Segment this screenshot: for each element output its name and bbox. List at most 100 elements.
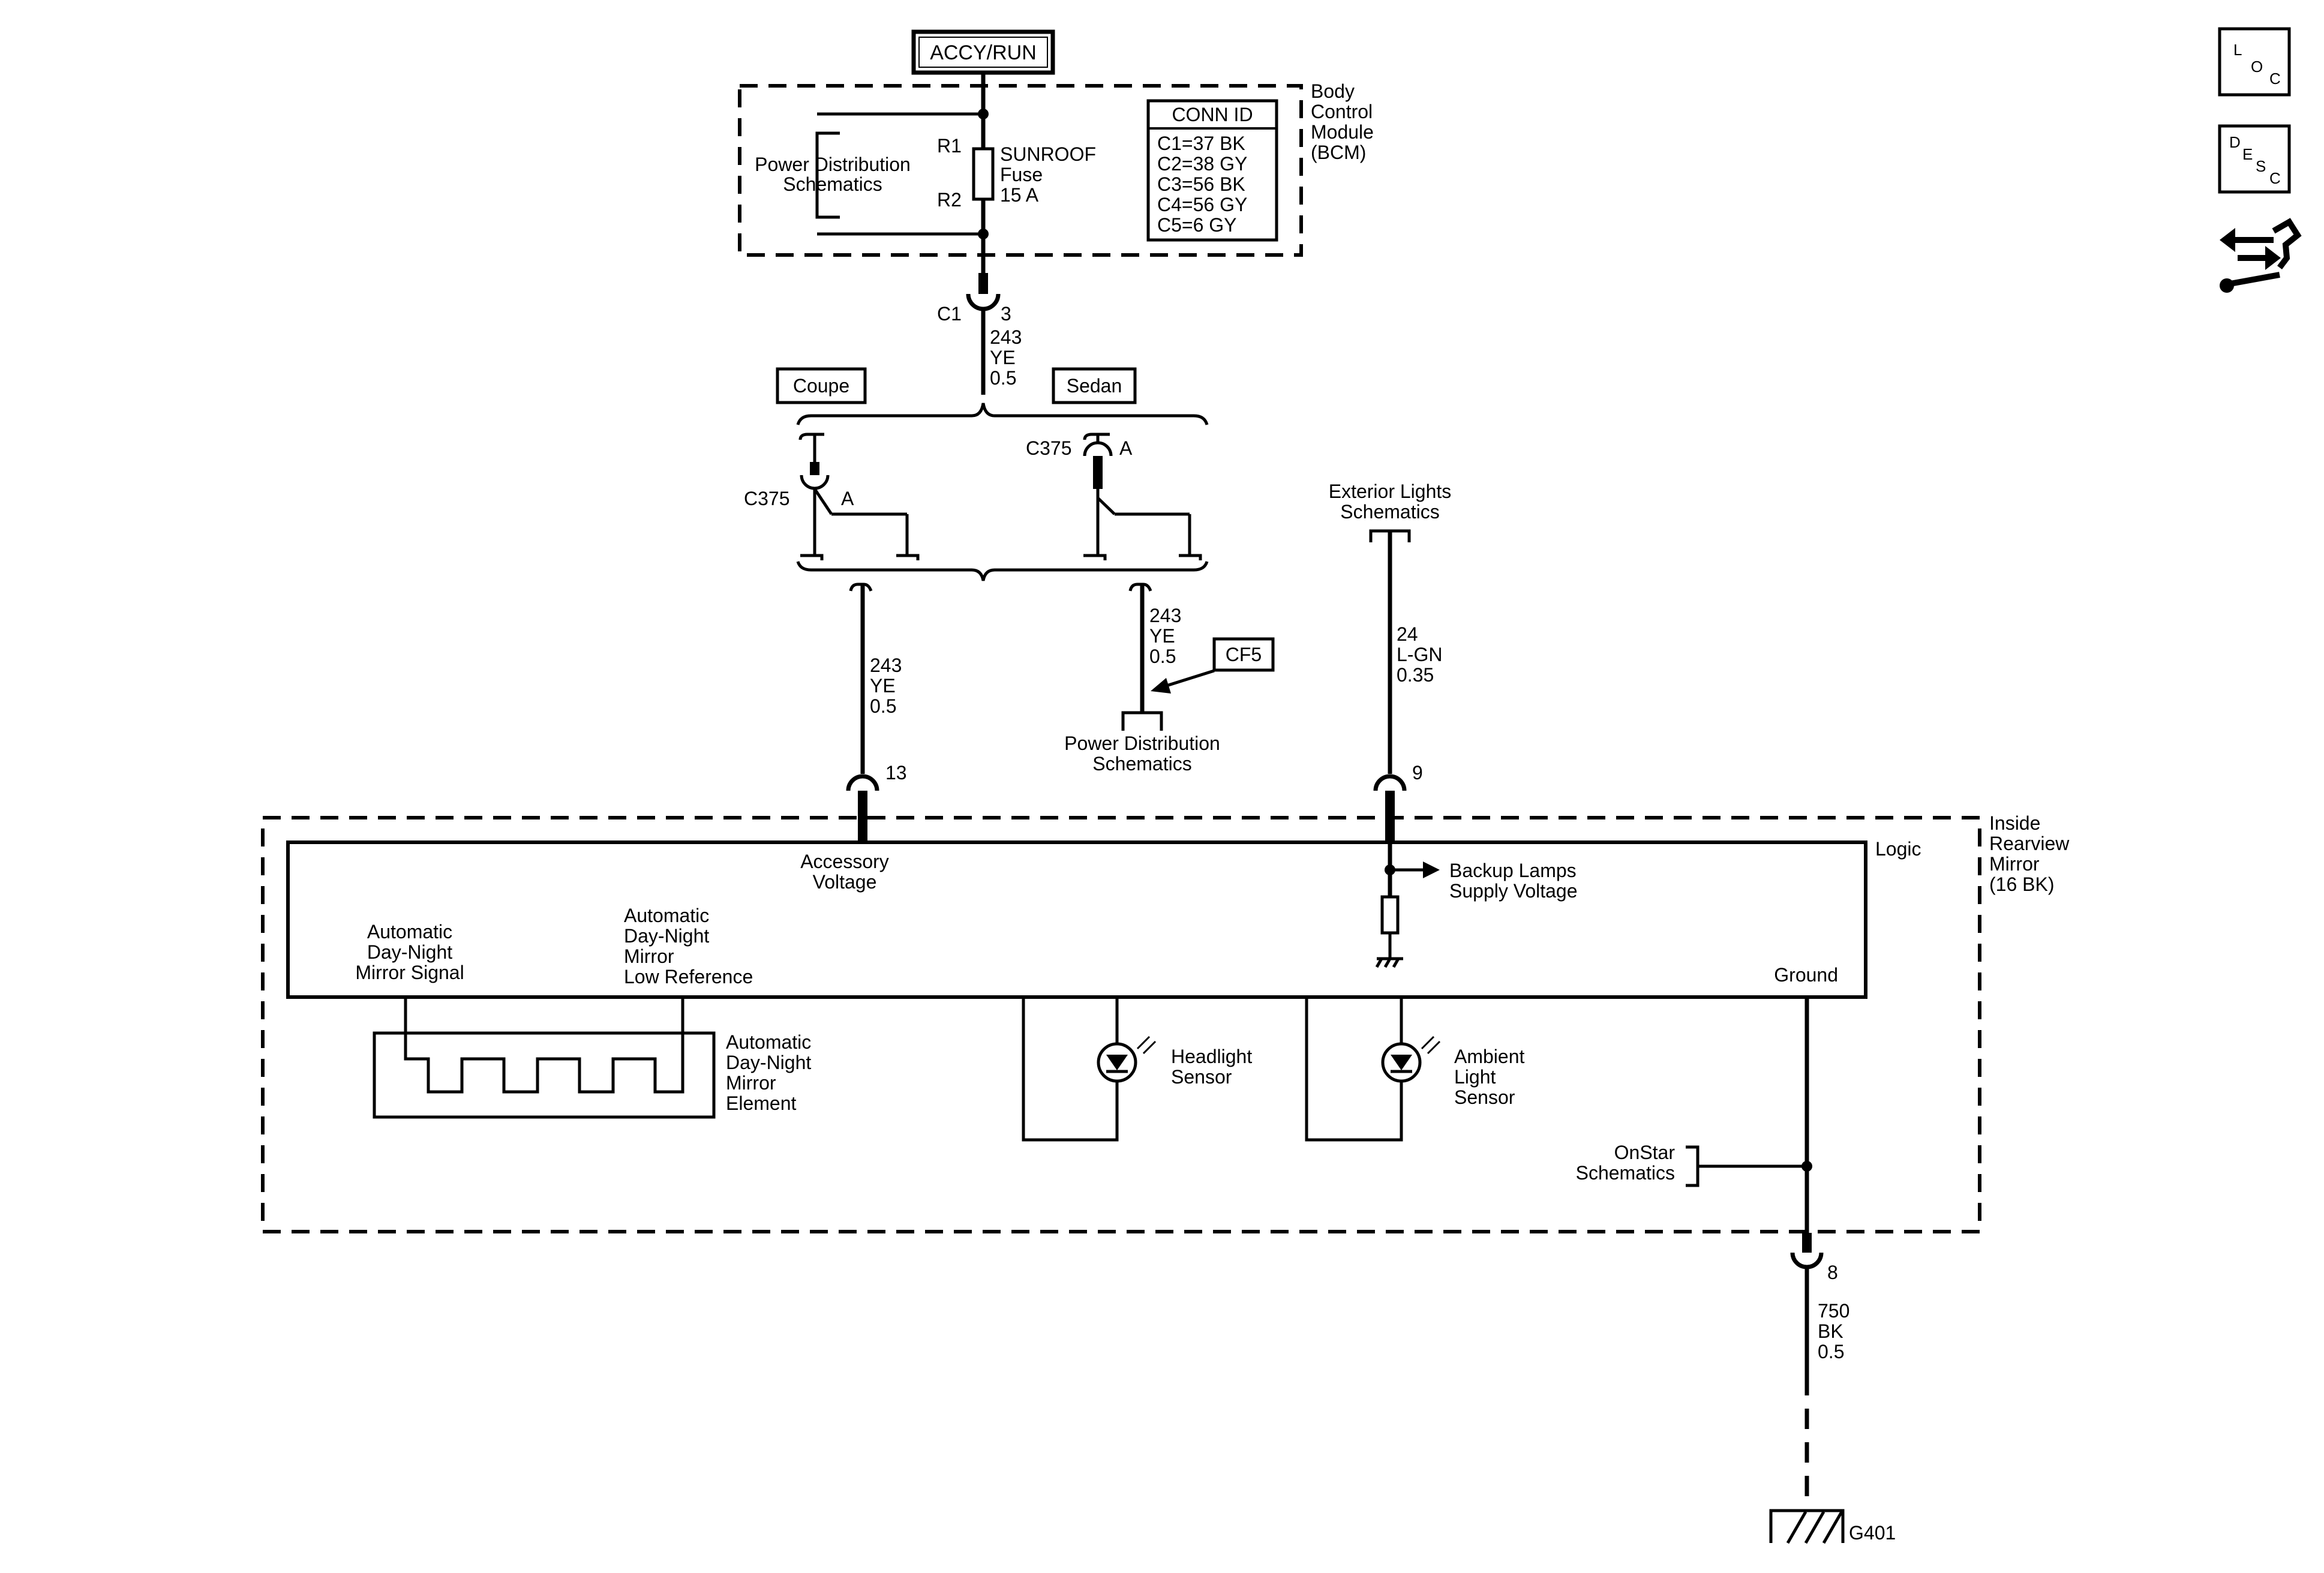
svg-text:0.5: 0.5 <box>870 695 896 717</box>
svg-text:(16 BK): (16 BK) <box>1989 873 2054 895</box>
svg-text:(BCM): (BCM) <box>1311 142 1366 163</box>
svg-text:YE: YE <box>990 347 1016 368</box>
svg-text:Inside: Inside <box>1989 812 2040 834</box>
onstar-label: OnStar Schematics <box>1576 1142 1676 1184</box>
backup-lamps-label: Backup Lamps Supply Voltage <box>1449 860 1578 902</box>
sedan-box: Sedan <box>1052 367 1137 404</box>
bcm-outline <box>738 84 1303 257</box>
svg-text:Mirror: Mirror <box>624 945 674 967</box>
pin-8-connector <box>1790 1233 1824 1269</box>
svg-text:Coupe: Coupe <box>793 375 849 397</box>
c375-coupe <box>798 433 920 560</box>
c1-pin: 3 <box>1001 303 1011 325</box>
svg-text:Sensor: Sensor <box>1454 1086 1515 1108</box>
svg-text:750: 750 <box>1818 1300 1849 1322</box>
svg-text:L: L <box>2233 41 2242 59</box>
svg-text:Module: Module <box>1311 121 1374 143</box>
svg-text:CONN ID: CONN ID <box>1172 104 1253 125</box>
svg-text:C1=37 BK: C1=37 BK <box>1157 133 1245 154</box>
svg-text:243: 243 <box>870 655 902 676</box>
svg-text:E: E <box>2242 145 2253 163</box>
svg-text:L-GN: L-GN <box>1397 644 1442 665</box>
bcm-name: Body Control Module (BCM) <box>1311 80 1374 163</box>
c375-sedan-label: C375 <box>1026 437 1072 459</box>
mirror-name: Inside Rearview Mirror (16 BK) <box>1989 812 2070 895</box>
accessory-voltage-label: Accessory Voltage <box>800 851 889 893</box>
svg-text:Automatic: Automatic <box>624 905 709 926</box>
mirror-element-box <box>373 1031 716 1119</box>
svg-text:Voltage: Voltage <box>813 871 877 893</box>
headlight-sensor-label: Headlight Sensor <box>1171 1046 1252 1088</box>
svg-text:0.35: 0.35 <box>1397 664 1434 686</box>
signal-label: Automatic Day-Night Mirror Signal <box>355 921 464 983</box>
r2-label: R2 <box>937 189 962 211</box>
svg-text:Automatic: Automatic <box>726 1031 811 1053</box>
r1-label: R1 <box>937 135 962 157</box>
g401-ground-icon <box>1769 1509 1845 1544</box>
svg-text:O: O <box>2251 58 2263 76</box>
svg-text:Fuse: Fuse <box>1000 164 1043 185</box>
c375-sedan <box>1083 433 1202 560</box>
fuse-symbol <box>972 147 995 201</box>
ambient-light-sensor <box>1305 997 1441 1142</box>
svg-text:Day-Night: Day-Night <box>726 1052 811 1073</box>
wire-243-top-label: 243 YE 0.5 <box>990 326 1022 389</box>
logic-module <box>286 840 1867 999</box>
svg-text:C3=56 BK: C3=56 BK <box>1157 173 1245 195</box>
svg-text:Body: Body <box>1311 80 1355 102</box>
mirror-element-label: Automatic Day-Night Mirror Element <box>726 1031 811 1114</box>
cf5-arrow <box>1160 669 1215 689</box>
power-source-label: ACCY/RUN <box>930 41 1037 64</box>
power-dist-bracket <box>815 131 840 219</box>
svg-text:Schematics: Schematics <box>1576 1162 1675 1184</box>
pin-13-connector <box>846 774 879 842</box>
conn-id-table: CONN ID C1=37 BK C2=38 GY C3=56 BK C4=56… <box>1146 99 1278 242</box>
svg-text:Schematics: Schematics <box>1092 753 1191 775</box>
chassis-ground-icon <box>1375 957 1403 968</box>
low-reference-label: Automatic Day-Night Mirror Low Reference <box>624 905 753 987</box>
variant-brace-top <box>796 403 1209 425</box>
svg-text:Power Distribution: Power Distribution <box>1064 733 1220 754</box>
svg-text:Automatic: Automatic <box>367 921 452 942</box>
fuse-label: SUNROOF Fuse 15 A <box>1000 143 1096 206</box>
logic-label: Logic <box>1875 838 1921 860</box>
svg-text:C2=38 GY: C2=38 GY <box>1157 153 1247 175</box>
svg-text:Element: Element <box>726 1092 797 1114</box>
power-dist-lower-bracket <box>1121 711 1163 731</box>
variant-brace-bottom <box>796 561 1209 581</box>
svg-text:YE: YE <box>870 675 896 697</box>
svg-text:Supply Voltage: Supply Voltage <box>1449 880 1578 902</box>
svg-text:D: D <box>2229 133 2241 151</box>
svg-text:Day-Night: Day-Night <box>367 941 452 963</box>
exterior-lights-label: Exterior Lights Schematics <box>1329 481 1452 523</box>
svg-text:OnStar: OnStar <box>1614 1142 1676 1163</box>
c375-coupe-pin: A <box>841 488 854 509</box>
c375-sedan-pin: A <box>1119 437 1133 459</box>
svg-text:Schematics: Schematics <box>1340 501 1439 523</box>
svg-text:0.5: 0.5 <box>1818 1341 1844 1362</box>
svg-text:Rearview: Rearview <box>1989 833 2070 854</box>
svg-text:SUNROOF: SUNROOF <box>1000 143 1096 165</box>
svg-text:YE: YE <box>1149 625 1175 647</box>
coupe-box: Coupe <box>776 367 867 404</box>
svg-text:S: S <box>2256 157 2266 175</box>
svg-text:Exterior Lights: Exterior Lights <box>1329 481 1452 502</box>
svg-text:C: C <box>2269 70 2281 88</box>
headlight-sensor <box>1022 997 1157 1142</box>
location-icon[interactable]: L O C <box>2218 27 2291 97</box>
svg-text:0.5: 0.5 <box>1149 646 1176 667</box>
svg-text:Schematics: Schematics <box>783 173 882 195</box>
svg-text:C4=56 GY: C4=56 GY <box>1157 194 1247 215</box>
mirror-element-waveform <box>404 997 684 1094</box>
tools-icon[interactable] <box>2220 218 2302 293</box>
wire-243-left-label: 243 YE 0.5 <box>870 655 902 717</box>
ambient-sensor-label: Ambient Light Sensor <box>1454 1046 1525 1108</box>
svg-text:Sensor: Sensor <box>1171 1066 1232 1088</box>
pin-9-connector <box>1373 774 1407 842</box>
svg-text:Control: Control <box>1311 101 1373 122</box>
svg-text:Backup Lamps: Backup Lamps <box>1449 860 1577 881</box>
power-dist-lower-label: Power Distribution Schematics <box>1064 733 1220 775</box>
svg-text:Mirror: Mirror <box>726 1072 776 1094</box>
description-icon[interactable]: D E S C <box>2218 124 2291 194</box>
